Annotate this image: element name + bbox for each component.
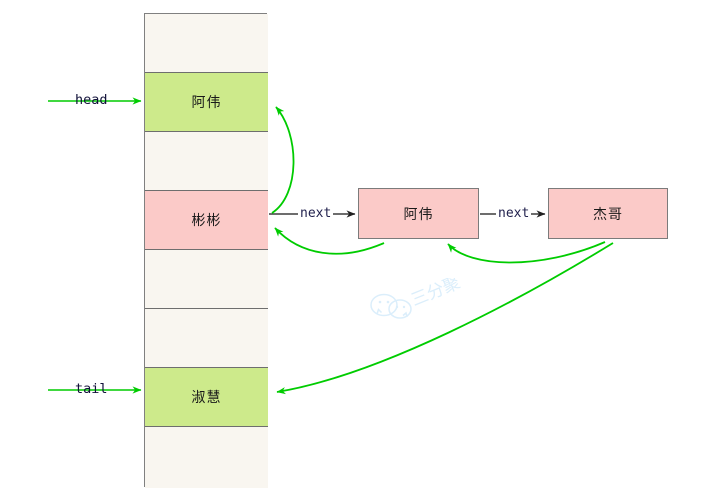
edge-ref-1 [271, 106, 295, 214]
bucket-cell-0[interactable] [145, 14, 268, 73]
bucket-cell-3-label: 彬彬 [191, 213, 222, 229]
bucket-cell-6[interactable]: 淑慧 [145, 368, 268, 427]
bucket-cell-6-label: 淑慧 [191, 390, 222, 406]
edge-label-next-2: next [496, 206, 532, 221]
bucket-cell-5[interactable] [145, 309, 268, 368]
node-jiege-label: 杰哥 [593, 206, 623, 223]
node-awei[interactable]: 阿伟 [358, 188, 479, 239]
node-awei-label: 阿伟 [403, 206, 434, 223]
bucket-cell-2[interactable] [145, 132, 268, 191]
bucket-cell-7[interactable] [145, 427, 268, 488]
bucket-cell-1[interactable]: 阿伟 [145, 73, 268, 132]
bucket-cell-4[interactable] [145, 250, 268, 309]
edge-ref-2 [274, 227, 385, 255]
edge-ref-3 [447, 241, 606, 264]
bucket-cell-1-label: 阿伟 [191, 95, 222, 111]
edge-label-next-1: next [298, 206, 334, 221]
node-jiege[interactable]: 杰哥 [548, 188, 668, 239]
bucket-cell-3[interactable]: 彬彬 [145, 191, 268, 250]
bucket-array: 阿伟 彬彬 淑慧 [144, 13, 268, 488]
edge-ref-4 [276, 242, 614, 395]
pointer-label-tail: tail [75, 381, 108, 397]
pointer-label-head: head [75, 92, 108, 108]
